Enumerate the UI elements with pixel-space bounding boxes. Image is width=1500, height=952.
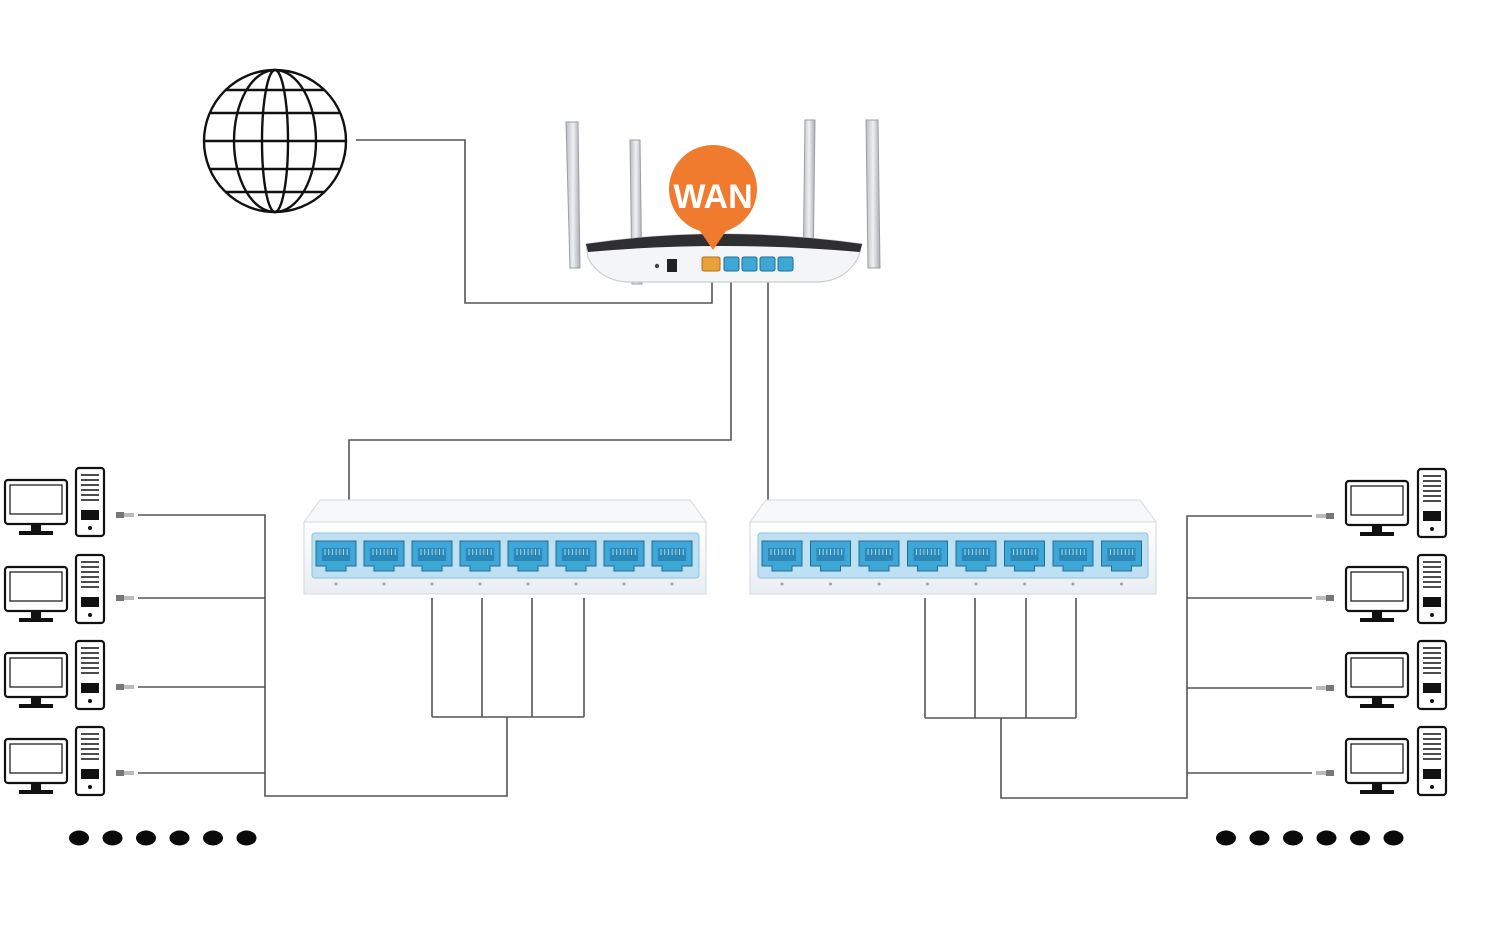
continuation-dot — [1316, 830, 1337, 846]
internet-globe-icon — [202, 68, 348, 214]
continuation-dot — [102, 830, 123, 846]
left-switch-downlinks — [138, 514, 585, 797]
computer-icon — [3, 639, 106, 711]
router-to-left-switch-cable — [348, 272, 732, 547]
cable-plug — [116, 684, 124, 690]
cable-plug — [1326, 513, 1334, 519]
cable-plug — [1326, 595, 1334, 601]
cable-lines — [138, 139, 1312, 799]
switch-port — [411, 540, 453, 586]
computer-icon — [3, 466, 106, 538]
continuation-dot — [203, 830, 223, 846]
cable-plug — [124, 513, 134, 517]
left-network-switch — [303, 499, 707, 595]
switch-port — [555, 540, 597, 586]
computer-icon — [3, 553, 106, 625]
continuation-dot — [236, 830, 257, 846]
switch-port — [651, 540, 693, 586]
switch-port — [761, 540, 803, 586]
continuation-dot — [1283, 830, 1303, 846]
right-network-switch — [749, 499, 1157, 595]
continuation-dot — [136, 830, 156, 846]
router-lan-ports — [723, 256, 794, 272]
cable-plug — [1316, 771, 1326, 775]
continuation-dot — [1383, 830, 1404, 846]
cable-plug — [1326, 685, 1334, 691]
switch-port — [955, 540, 997, 586]
cable-plug — [124, 685, 134, 689]
switch-port — [363, 540, 405, 586]
switch-port — [907, 540, 948, 586]
switch-port — [603, 540, 645, 586]
router-power-led — [654, 263, 660, 269]
computer-icon — [1344, 553, 1448, 625]
continuation-dot — [1350, 830, 1370, 846]
wireless-router: WAN — [565, 119, 881, 285]
continuation-dot — [1249, 830, 1270, 846]
continuation-dot — [169, 830, 190, 846]
cable-plug — [1316, 514, 1326, 518]
computer-icon — [1344, 639, 1448, 711]
cable-plug — [1316, 596, 1326, 600]
switch-port — [459, 540, 501, 586]
left-computers — [3, 466, 134, 797]
switch-port — [858, 540, 900, 586]
switch-port — [1052, 540, 1094, 586]
switch-port — [1004, 540, 1045, 586]
router-top-panel — [586, 234, 862, 252]
switch-port — [315, 540, 357, 586]
cable-plug — [124, 596, 134, 600]
computer-icon — [1344, 467, 1448, 539]
switch-port — [1101, 540, 1142, 586]
cable-plug — [1326, 770, 1334, 776]
cable-plug — [116, 770, 124, 776]
computer-icon — [3, 725, 106, 797]
router-antennas — [565, 119, 881, 285]
continuation-dot — [1216, 830, 1236, 846]
switch-port — [507, 540, 549, 586]
right-computers — [1316, 467, 1448, 797]
cable-plug — [116, 595, 124, 601]
computer-icon — [1344, 725, 1448, 797]
right-switch-downlinks — [924, 515, 1312, 799]
switch-port — [810, 540, 851, 586]
router-wan-port — [701, 256, 721, 272]
left-continuation-dots — [69, 830, 257, 846]
cable-plug — [116, 512, 124, 518]
wan-label: WAN — [673, 178, 752, 216]
cable-plug — [1316, 686, 1326, 690]
router-power-button — [667, 259, 677, 272]
continuation-dot — [69, 830, 89, 846]
wan-badge: WAN — [669, 144, 757, 250]
cable-plug — [124, 771, 134, 775]
right-continuation-dots — [1216, 830, 1404, 846]
wan-cable — [356, 139, 713, 304]
